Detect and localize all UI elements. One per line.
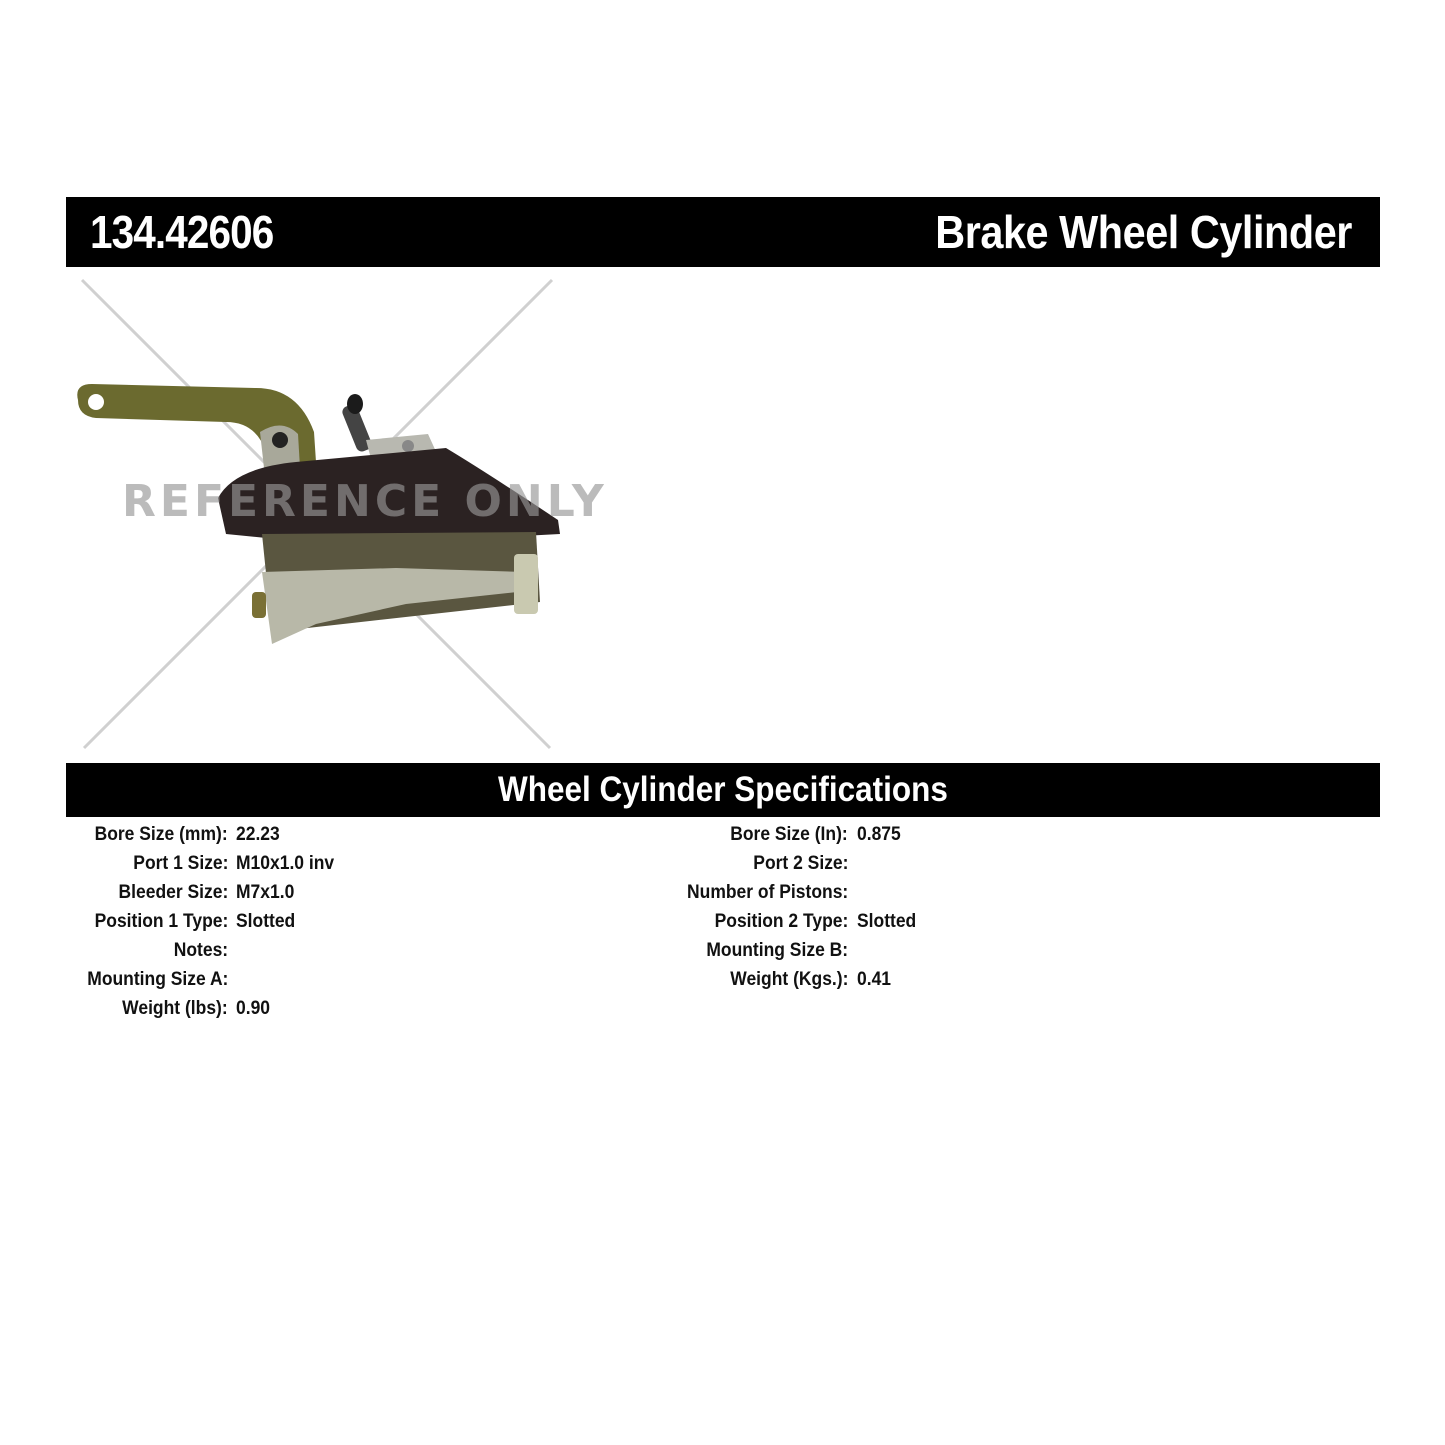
- spec-value: 22.23: [236, 824, 280, 845]
- spec-list-left: Bore Size (mm): 22.23 Port 1 Size: M10x1.0…: [0, 820, 700, 1023]
- spec-value: M10x1.0 inv: [236, 853, 335, 874]
- product-image: REFERENCE ONLY: [66, 272, 604, 757]
- spec-row-bleeder-size: Bleeder Size: M7x1.0: [0, 878, 700, 907]
- specifications-header: Wheel Cylinder Specifications: [66, 763, 1380, 817]
- spec-row-mounting-size-a: Mounting Size A:: [0, 965, 700, 994]
- spec-row-port-2-size: Port 2 Size:: [0, 849, 1445, 878]
- spec-value: 0.875: [857, 824, 901, 845]
- spec-row-port-1-size: Port 1 Size: M10x1.0 inv: [0, 849, 700, 878]
- title-bar: 134.42606 Brake Wheel Cylinder: [66, 197, 1380, 267]
- spec-row-weight-kgs: Weight (Kgs.): 0.41: [0, 965, 1445, 994]
- spec-row-position-2-type: Position 2 Type: Slotted: [0, 907, 1445, 936]
- spec-label: Mounting Size A:: [86, 969, 228, 990]
- spec-label: Weight (lbs):: [122, 998, 228, 1019]
- spec-label: Position 2 Type:: [714, 911, 848, 932]
- spec-row-position-1-type: Position 1 Type: Slotted: [0, 907, 700, 936]
- spec-label: Bore Size (In):: [730, 824, 848, 845]
- spec-row-bore-size-in: Bore Size (In): 0.875: [0, 820, 1445, 849]
- brake-cylinder-illustration: [77, 278, 560, 750]
- spec-value: M7x1.0: [236, 882, 295, 903]
- spec-value: Slotted: [236, 911, 296, 932]
- specifications-title: Wheel Cylinder Specifications: [498, 770, 948, 809]
- spec-row-number-of-pistons: Number of Pistons:: [0, 878, 1445, 907]
- spec-list-right: Bore Size (In): 0.875 Port 2 Size: Number…: [0, 820, 1445, 994]
- watermark: REFERENCE ONLY: [122, 476, 608, 527]
- spec-label: Bleeder Size:: [118, 882, 228, 903]
- spec-label: Port 1 Size:: [132, 853, 228, 874]
- spec-value: Slotted: [857, 911, 917, 932]
- spec-value: 0.41: [857, 969, 892, 990]
- spec-value: 0.90: [236, 998, 271, 1019]
- spec-label: Bore Size (mm):: [94, 824, 228, 845]
- spec-label: Port 2 Size:: [752, 853, 848, 874]
- spec-row-bore-size-mm: Bore Size (mm): 22.23: [0, 820, 700, 849]
- part-number: 134.42606: [90, 206, 274, 258]
- part-type-title: Brake Wheel Cylinder: [935, 206, 1352, 258]
- spec-label: Position 1 Type:: [94, 911, 228, 932]
- spec-label: Notes:: [173, 940, 228, 961]
- spec-label: Mounting Size B:: [706, 940, 848, 961]
- spec-row-notes: Notes:: [0, 936, 700, 965]
- spec-label: Number of Pistons:: [686, 882, 848, 903]
- spec-row-mounting-size-b: Mounting Size B:: [0, 936, 1445, 965]
- spec-label: Weight (Kgs.):: [729, 969, 848, 990]
- spec-row-weight-lbs: Weight (lbs): 0.90: [0, 994, 700, 1023]
